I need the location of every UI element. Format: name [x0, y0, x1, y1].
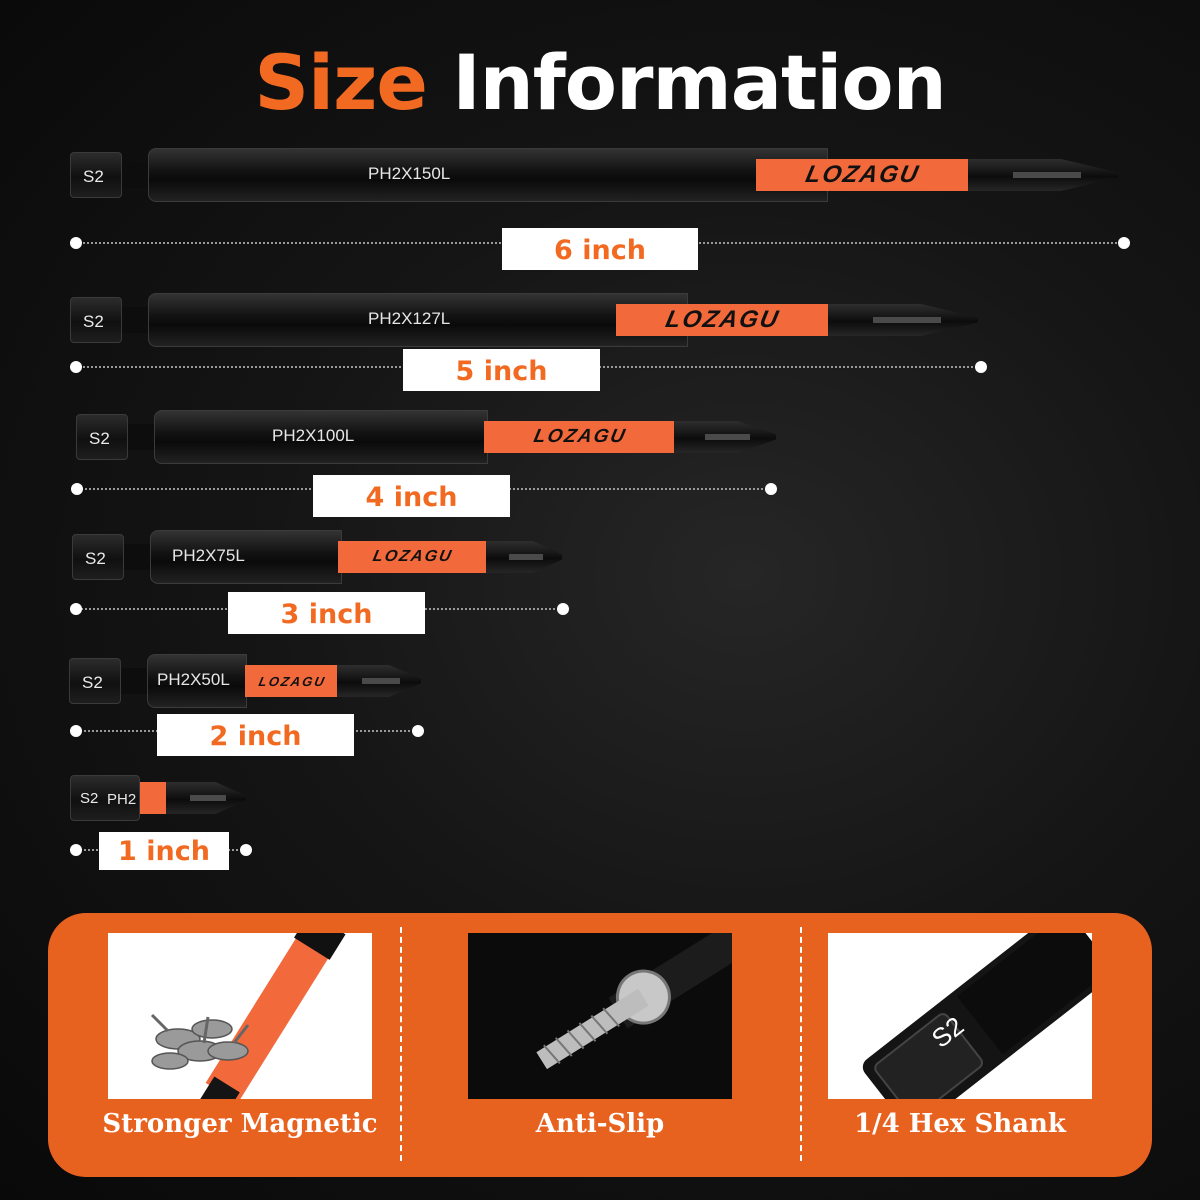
- logo-band: LOZAGU: [338, 541, 488, 573]
- hex-shank: S2: [70, 297, 122, 343]
- divider-line: [400, 927, 402, 1161]
- feature-hex-shank: S2 1/4 Hex Shank: [828, 933, 1092, 1163]
- bit-body: [148, 148, 828, 202]
- bit-code: PH2X100L: [272, 426, 355, 445]
- ruler-start-dot: [70, 361, 82, 373]
- brand-logo: LOZAGU: [663, 306, 783, 333]
- feature-caption: Anti-Slip: [535, 1109, 665, 1139]
- phillips-tip: [674, 421, 776, 453]
- hex-shank: S2: [70, 152, 122, 198]
- ruler-end-dot: [765, 483, 777, 495]
- bit-neck: [122, 307, 150, 333]
- feature-caption: 1/4 Hex Shank: [854, 1109, 1066, 1139]
- shank-label: S2: [80, 790, 99, 807]
- bit-neck: [122, 162, 150, 188]
- ruler-end-dot: [975, 361, 987, 373]
- shank-label: S2: [89, 429, 110, 448]
- features-panel: Stronger Magnetic Anti-Slip: [48, 913, 1152, 1177]
- ruler-start-dot: [70, 725, 82, 737]
- hex-shank: S2 PH2: [70, 775, 140, 821]
- size-label-4: 4 inch: [313, 475, 510, 517]
- page-title: Size Information: [0, 38, 1200, 128]
- bit-3-inch: S2 PH2X75L LOZAGU: [72, 530, 562, 584]
- brand-logo: LOZAGU: [256, 673, 328, 689]
- ruler-end-dot: [1118, 237, 1130, 249]
- bit-code: PH2X50L: [157, 670, 230, 689]
- bit-code: PH2X75L: [172, 546, 245, 565]
- bit-2-inch: S2 PH2X50L LOZAGU: [69, 654, 421, 708]
- brand-logo: LOZAGU: [531, 426, 629, 447]
- ruler-start-dot: [71, 483, 83, 495]
- phillips-tip: [828, 304, 978, 336]
- ruler-end-dot: [557, 603, 569, 615]
- bit-code: PH2X150L: [368, 164, 451, 183]
- shank-label: S2: [83, 167, 104, 186]
- bit-5-inch: S2 PH2X127L LOZAGU: [70, 293, 982, 347]
- shank-label: S2: [82, 673, 103, 692]
- feature-caption: Stronger Magnetic: [102, 1109, 378, 1139]
- shank-label: S2: [83, 312, 104, 331]
- hex-shank-illustration: [862, 933, 1092, 1099]
- size-label-2: 2 inch: [157, 714, 354, 756]
- logo-band: LOZAGU: [245, 665, 339, 697]
- bit-1-inch: S2 PH2: [70, 771, 246, 825]
- phillips-tip: [166, 782, 246, 814]
- logo-band: LOZAGU: [484, 421, 676, 453]
- magnetic-screws-photo: [108, 933, 372, 1099]
- size-label-3: 3 inch: [228, 592, 425, 634]
- phillips-tip: [337, 665, 421, 697]
- logo-band: [140, 782, 168, 814]
- hex-shank: S2: [72, 534, 124, 580]
- screw-tip-photo: [468, 933, 732, 1099]
- ruler-start-dot: [70, 603, 82, 615]
- phillips-tip: [486, 541, 562, 573]
- feature-magnetic: Stronger Magnetic: [102, 933, 378, 1163]
- ruler-start-dot: [70, 237, 82, 249]
- brand-logo: LOZAGU: [803, 161, 923, 188]
- bit-code: PH2: [107, 791, 137, 808]
- bit-body: [147, 654, 247, 708]
- bit-4-inch: S2 PH2X100L LOZAGU: [76, 410, 778, 464]
- logo-band: LOZAGU: [756, 159, 970, 191]
- size-label-6: 6 inch: [502, 228, 698, 270]
- feature-anti-slip: Anti-Slip: [468, 933, 732, 1163]
- brand-logo: LOZAGU: [371, 548, 455, 565]
- magnetic-bit-illustration: [150, 933, 360, 1099]
- ruler-end-dot: [412, 725, 424, 737]
- phillips-tip: [968, 159, 1118, 191]
- ruler-start-dot: [70, 844, 82, 856]
- ruler-end-dot: [240, 844, 252, 856]
- shank-label: S2: [85, 549, 106, 568]
- bit-body: [154, 410, 488, 464]
- bit-code: PH2X127L: [368, 309, 451, 328]
- hex-shank: S2: [69, 658, 121, 704]
- bit-neck: [128, 424, 156, 450]
- bit-neck: [121, 668, 149, 694]
- anti-slip-illustration: [536, 933, 732, 1070]
- divider-line: [800, 927, 802, 1161]
- hex-shank-photo: S2: [828, 933, 1092, 1099]
- size-label-5: 5 inch: [403, 349, 600, 391]
- logo-band: LOZAGU: [616, 304, 830, 336]
- bit-neck: [124, 544, 152, 570]
- title-accent: Size: [254, 38, 428, 127]
- title-rest: Information: [452, 38, 946, 127]
- bit-body: [148, 293, 688, 347]
- bit-body: [150, 530, 342, 584]
- size-label-1: 1 inch: [99, 832, 229, 870]
- bit-6-inch: S2 PH2X150L LOZAGU: [70, 148, 1120, 202]
- hex-shank: S2: [76, 414, 128, 460]
